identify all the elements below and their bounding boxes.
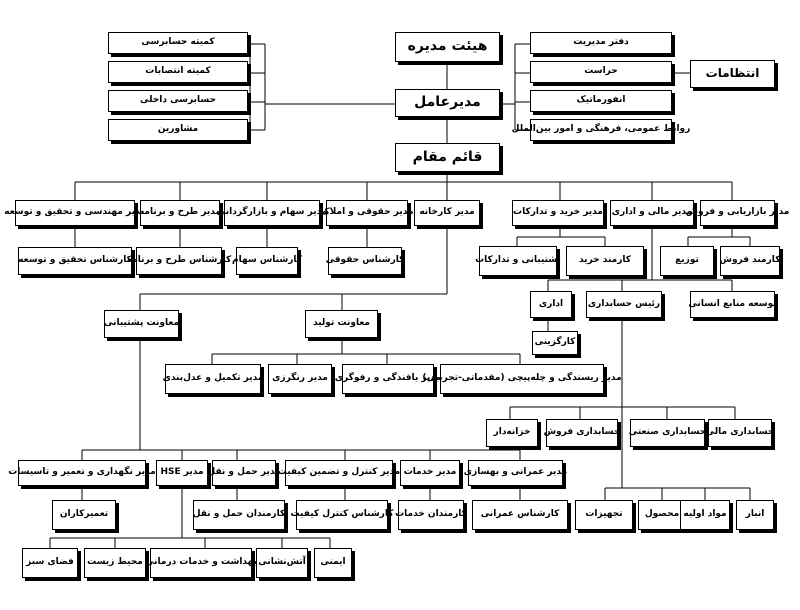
chief-accountant-box: رئیس حسابداری [586,291,662,318]
ceo-box: مدیرعامل [395,89,500,117]
legal-expert-box: کارشناس حقوقی [326,247,404,275]
equipment-box: تجهیزات [575,500,633,530]
internal-audit-box: حسابرسی داخلی [108,90,248,112]
admin-box: اداری [530,291,572,318]
civil-manager-box: مدیر عمرانی و بهسازی [464,460,567,486]
planning-manager-box: مدیر طرح و برنامه [139,200,221,226]
public-relations-box: روابط عمومی، فرهنگی و امور بین‌الملل [512,119,690,141]
security-box: حراست [530,61,672,83]
board-box: هیئت مدیره [395,32,500,62]
safety-box: ایمنی [314,548,352,578]
quality-manager-box: مدیر کنترل و تضمین کیفیت [278,460,400,486]
services-manager-box: مدیر خدمات [400,460,460,486]
research-expert-box: کارشناس تحقیق و توسعه [18,247,132,275]
procurement-manager-box: مدیر خرید و تدارکات [512,200,604,226]
quality-expert-box: کارشناس کنترل کیفیت [291,500,393,530]
hse-manager-box: مدیر HSE [156,460,208,486]
sales-clerk-box: کارمند فروش [720,246,780,276]
personnel-box: کارگزینی [532,331,578,355]
finishing-manager-box: مدیر تکمیل و عدل‌بندی [163,364,263,394]
shares-expert-box: کارشناس سهام [232,247,302,275]
sales-accounting-box: حسابداری فروش [544,419,620,447]
green-space-box: فضای سبز [22,548,78,578]
repairmen-box: تعمیرکاران [52,500,116,530]
environment-box: محیط زیست [84,548,146,578]
support-logistics-box: پشتیبانی و تدارکات [475,246,561,276]
services-staff-box: کارمندان خدمات [395,500,467,530]
engineering-manager-box: مدیر مهندسی و تحقیق و توسعه [4,200,146,226]
transport-manager-box: مدیر حمل و نقل [207,460,281,486]
weaving-manager-box: مدیر بافندگی و رفوگری [335,364,441,394]
factory-manager-box: مدیر کارخانه [414,200,480,226]
maintenance-manager-box: مدیر نگهداری و تعمیر و تاسیسات [8,460,156,486]
hr-development-box: توسعه منابع انسانی [688,291,777,318]
fire-station-box: آتش‌نشانی [256,548,308,578]
informatics-box: انفورماتیک [530,90,672,112]
production-deputy-box: معاونت تولید [305,310,378,338]
transport-staff-box: کارمندان حمل و نقل [193,500,285,530]
warehouse-box: انبار [736,500,774,530]
finance-admin-manager-box: مدیر مالی و اداری [610,200,694,226]
financial-accounting-box: حسابداری مالی [706,419,774,447]
spinning-manager-box: مدیر ریسندگی و چله‌پیچی (مقدماتی-تجربیی) [422,364,622,394]
regulations-box: انتظامات [690,60,775,88]
deputy-box: قائم مقام [395,143,500,172]
management-office-box: دفتر مدیریت [530,32,672,54]
dyeing-manager-box: مدیر رنگرزی [268,364,332,394]
raw-materials-box: مواد اولیه [680,500,730,530]
purchase-clerk-box: کارمند خرید [566,246,644,276]
marketing-manager-box: مدیر بازاریابی و فروش [686,200,789,226]
planning-expert-box: کارشناس طرح و برنامه [127,247,231,275]
support-deputy-box: معاونت پشتیبانی [104,310,179,338]
legal-manager-box: مدیر حقوقی و املاک [320,200,414,226]
audit-committee-box: کمیته حسابرسی [108,32,248,54]
appointments-committee-box: کمیته انتصابات [108,61,248,83]
health-services-box: بهداشت و خدمات درمانی [145,548,257,578]
civil-expert-box: کارشناس عمرانی [472,500,568,530]
treasurer-box: خزانه‌دار [486,419,538,447]
advisors-box: مشاورین [108,119,248,141]
industrial-accounting-box: حسابداری صنعتی [629,419,706,447]
distribution-box: توزیع [660,246,714,276]
shares-manager-box: مدیر سهام و بازارگردانی [217,200,327,226]
product-box: محصول [638,500,686,530]
